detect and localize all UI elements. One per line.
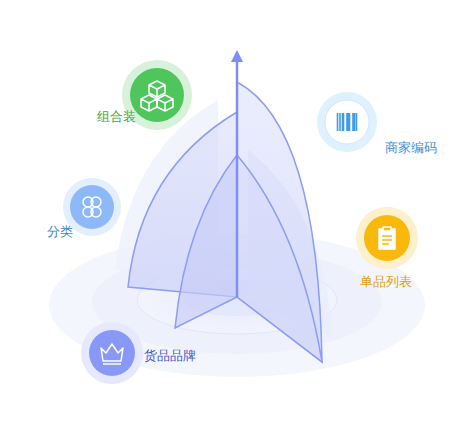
axis-arrowhead: [231, 50, 243, 62]
axis-line: [236, 58, 239, 297]
icon-glyph: [101, 344, 123, 364]
icon-halo: [356, 207, 418, 269]
icon-circle: [325, 100, 369, 144]
icon-glyph: [149, 81, 165, 97]
icon-glyph: [338, 113, 357, 131]
icon-node: 组合装: [117, 55, 197, 135]
right-sail: [237, 82, 322, 362]
inner-sail: [175, 155, 237, 328]
brand-icon: [72, 313, 152, 393]
barcode-icon: [307, 82, 387, 162]
icon-glyph: [141, 95, 157, 111]
icon-label: 组合装: [97, 109, 136, 125]
icon-node: 货品品牌: [72, 313, 152, 393]
inner-sail: [237, 155, 322, 362]
icon-label: 单品列表: [360, 274, 412, 290]
icon-glyph: [382, 236, 392, 244]
icon-glyph: [383, 227, 391, 231]
icon-halo: [81, 322, 143, 384]
icon-glyph: [83, 197, 101, 217]
icon-label: 分类: [47, 224, 73, 240]
icon-label: 货品品牌: [144, 348, 196, 364]
icon-node: 商家编码: [307, 82, 387, 162]
icon-circle: [89, 330, 135, 376]
icon-label: 商家编码: [385, 140, 437, 156]
icon-glyph: [157, 95, 173, 111]
icon-node: 单品列表: [347, 198, 427, 278]
list-icon: [347, 198, 427, 278]
icon-circle: [130, 68, 184, 122]
icon-circle: [70, 185, 114, 229]
icon-halo: [317, 92, 377, 152]
icon-glyph: [379, 229, 395, 249]
icon-node: 分类: [52, 167, 132, 247]
icon-circle: [364, 215, 410, 261]
